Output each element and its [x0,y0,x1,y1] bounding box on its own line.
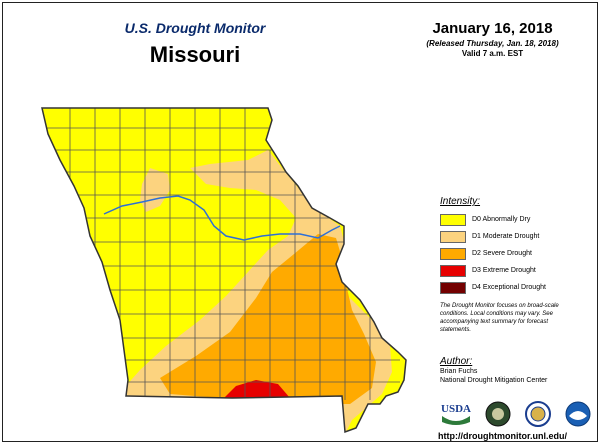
legend-swatch-d1 [440,230,466,243]
legend-label-d3: D3 Extreme Drought [472,267,536,274]
title-block: U.S. Drought Monitor Missouri [100,20,290,68]
usda-logo-text: USDA [441,403,471,415]
map-date: January 16, 2018 [432,20,553,37]
author-block: Author: Brian Fuchs National Drought Mit… [440,356,590,385]
legend-item-d1: D1 Moderate Drought [440,228,580,245]
legend-title: Intensity: [440,196,481,207]
legend-note: The Drought Monitor focuses on broad-sca… [440,303,559,333]
map-subtitle: U.S. Drought Monitor [124,20,266,36]
legend-item-d2: D2 Severe Drought [440,245,580,262]
legend-swatch-d0 [440,213,466,226]
usda-logo-icon: USDA [441,403,471,425]
legend-label-d4: D4 Exceptional Drought [472,284,546,291]
date-block: January 16, 2018 (Released Thursday, Jan… [405,20,580,58]
legend-label-d2: D2 Severe Drought [472,250,532,257]
author-name: Brian Fuchs [440,368,478,375]
doc-seal-icon [525,401,551,427]
legend-label-d0: D0 Abnormally Dry [472,216,531,223]
state-border [41,107,407,434]
ndmc-logo-icon [485,401,511,427]
legend: Intensity: D0 Abnormally Dry D1 Moderate… [440,196,580,334]
partner-logos: USDA [440,400,600,430]
map-title: Missouri [149,42,241,67]
noaa-logo-icon [565,401,591,427]
legend-swatch-d2 [440,247,466,260]
author-org: National Drought Mitigation Center [440,377,548,384]
legend-item-d4: D4 Exceptional Drought [440,279,580,296]
legend-swatch-d4 [440,281,466,294]
legend-item-d0: D0 Abnormally Dry [440,211,580,228]
valid-time: Valid 7 a.m. EST [461,49,524,58]
image-frame [2,2,598,442]
d2-severe-drought-area [160,234,376,404]
source-url: http://droughtmonitor.unl.edu/ [438,431,567,441]
legend-item-d3: D3 Extreme Drought [440,262,580,279]
author-heading: Author: [440,356,473,367]
missouri-river [103,195,341,241]
legend-swatch-d3 [440,264,466,277]
legend-label-d1: D1 Moderate Drought [472,233,540,240]
release-date: (Released Thursday, Jan. 18, 2018) [426,39,559,48]
